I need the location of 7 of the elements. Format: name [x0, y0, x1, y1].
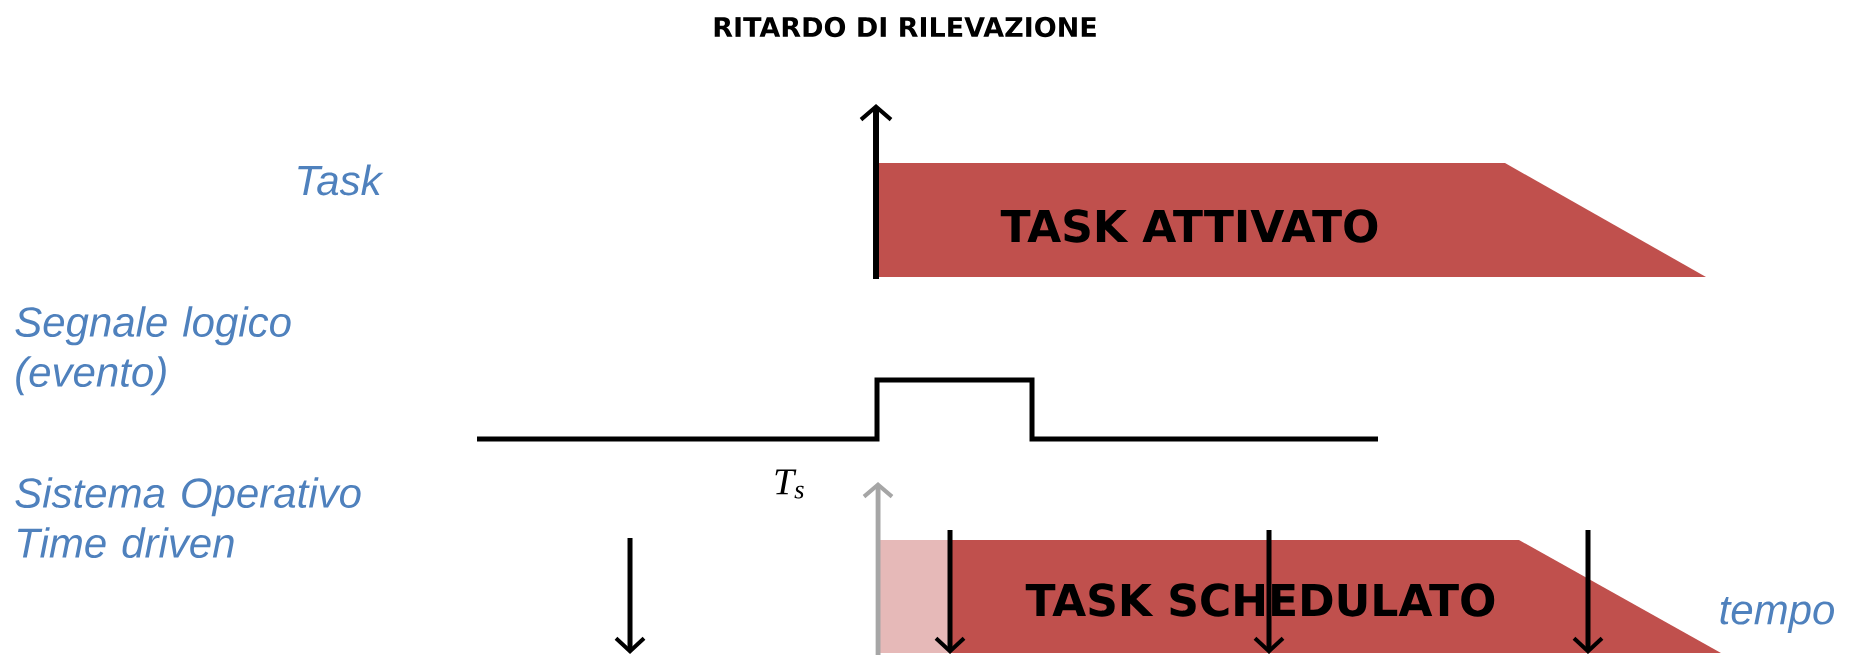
formula-label: T$_{s}$ [775, 469, 804, 499]
task-band: TASK ATTIVATO [878, 163, 1706, 277]
axis-label: tempo [1720, 597, 1834, 633]
row-label: Task [298, 164, 384, 196]
row-label: Segnale logico (evento) [15, 306, 291, 396]
title: RITARDO DI RILEVAZIONE [714, 16, 1096, 38]
row-label: Sistema Operativo Time driven [15, 477, 361, 559]
